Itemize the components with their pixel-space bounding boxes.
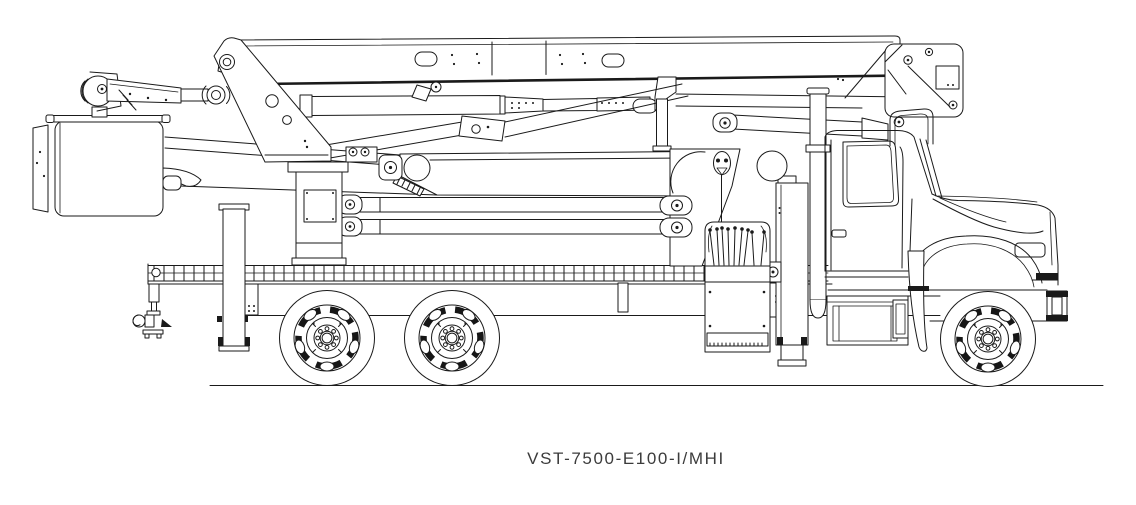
cylinder-rod-eyes: [659, 195, 693, 238]
door-seam: [899, 146, 904, 269]
jib-sheave: [206, 85, 226, 105]
elbow-arm: [213, 37, 378, 163]
upper-boom: [217, 35, 907, 86]
boom-lift-cylinder: [712, 112, 889, 141]
rear-outrigger: [218, 203, 250, 352]
frame-hanger-bracket: [617, 282, 629, 313]
boom-pivot-circle: [756, 150, 788, 182]
front-bumper: [1046, 290, 1068, 322]
wheel-rear-1: [280, 291, 375, 386]
control-levers: [708, 226, 766, 266]
exhaust-stack: [805, 87, 831, 319]
bucket-step: [162, 175, 182, 191]
frame-junction-box: [244, 283, 259, 316]
door-window: [842, 140, 900, 208]
rear-tow-hitch: [132, 283, 172, 339]
lower-boom: [378, 151, 691, 197]
platform-bucket: [32, 114, 202, 217]
turret: [669, 148, 741, 267]
controls-console: [704, 221, 771, 353]
fender-skirt: [907, 250, 928, 352]
winch-jib: [80, 71, 231, 118]
boom-tip-plate: [884, 43, 964, 118]
door-handle: [831, 229, 847, 238]
boom-rest-cradle: [889, 108, 934, 147]
wheel-rear-2: [405, 291, 500, 386]
model-caption: VST-7500-E100-I/MHI: [527, 449, 725, 468]
cable-sheave: [713, 151, 731, 175]
truck-cab: [824, 108, 1059, 352]
boom-assembly: [164, 35, 964, 196]
wheel-front: [941, 292, 1036, 387]
intermediate-boom-sections: [299, 49, 906, 118]
pedestal: [287, 161, 349, 266]
front-fender: [911, 235, 1043, 284]
fuel-tank-step: [826, 295, 909, 346]
